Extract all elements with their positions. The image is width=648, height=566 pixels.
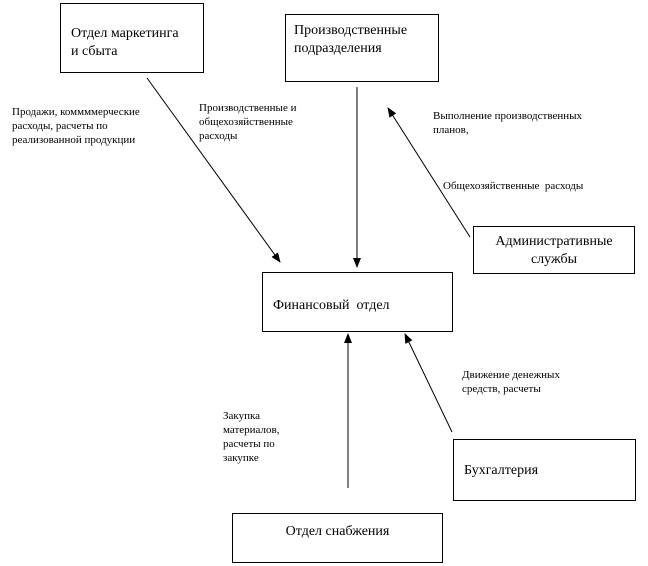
finance-department-box: Финансовый отдел [262, 272, 453, 332]
overhead-costs-flow-label: Общехозяйственные расходы [443, 180, 584, 192]
accounting-label: Бухгалтерия [464, 463, 539, 478]
administrative-services-label: Административные службы [495, 234, 613, 267]
supply-department-label: Отдел снабжения [285, 524, 390, 539]
marketing-department-label: Отдел маркетинга и сбыта [71, 26, 179, 59]
supply-department-box: Отдел снабжения [232, 513, 443, 563]
administrative-services-box: Административные службы [473, 226, 635, 274]
procurement-flow-label: Закупка материалов, расчеты по закупке [223, 410, 280, 464]
production-plans-flow-label: Выполнение производственных планов, [433, 110, 583, 136]
sales-flow-label: Продажи, коммммерческие расходы, расчеты… [12, 106, 140, 146]
admin-to-production-arrow [387, 107, 471, 238]
marketing-department-box: Отдел маркетинга и сбыта [60, 3, 204, 73]
production-units-label: Производственные подразделения [294, 23, 408, 56]
production-costs-flow-label: Производственные и общехозяйственные рас… [199, 102, 297, 142]
production-units-box: Производственные подразделения [285, 14, 439, 82]
cash-flow-label: Движение денежных средств, расчеты [462, 369, 560, 395]
accounting-to-finance-arrow [404, 333, 453, 433]
finance-department-label: Финансовый отдел [273, 298, 390, 313]
accounting-box: Бухгалтерия [453, 439, 636, 501]
marketing-to-finance-arrow [146, 77, 281, 263]
